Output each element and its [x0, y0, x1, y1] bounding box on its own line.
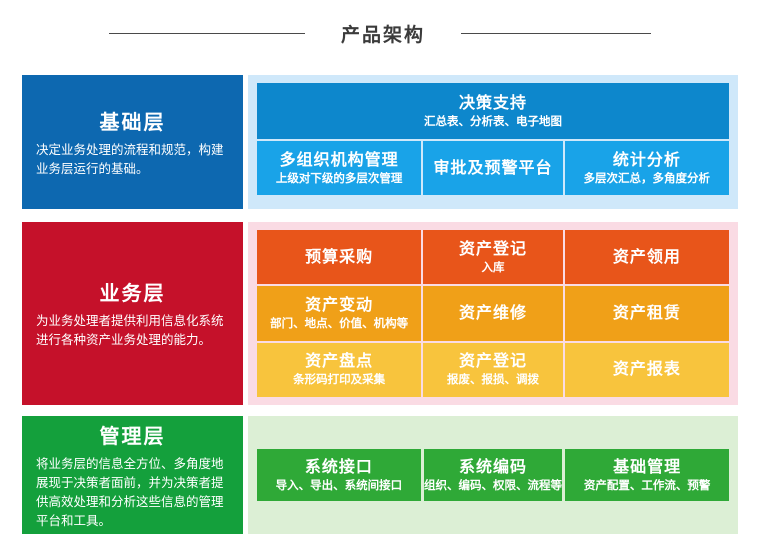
business-layer-title: 业务层	[99, 283, 166, 305]
business-row-1: 预算采购 资产登记 入库 资产领用	[257, 230, 729, 285]
cell-title: 资产报表	[612, 361, 681, 379]
cell-subtitle: 条形码打印及采集	[293, 374, 386, 387]
cell-basic-management[interactable]: 基础管理 资产配置、工作流、预警	[565, 449, 729, 501]
cell-title: 资产登记	[458, 240, 527, 258]
decision-support-subtitle: 汇总表、分析表、电子地图	[424, 115, 562, 128]
cell-system-coding[interactable]: 系统编码 组织、编码、权限、流程等	[423, 449, 563, 501]
decision-support-header[interactable]: 决策支持 汇总表、分析表、电子地图	[257, 83, 729, 139]
foundation-layer-description: 决定业务处理的流程和规范，构建业务层运行的基础。	[36, 142, 224, 176]
cell-subtitle: 报废、报损、调拨	[447, 374, 539, 387]
management-layer-description: 将业务层的信息全方位、多角度地展现于决策者面前，并为决策者提供高效处理和分析这些…	[36, 456, 224, 528]
page-title-bar: 产品架构	[0, 16, 760, 50]
cell-title: 基础管理	[613, 458, 682, 476]
cell-asset-registration-disposal[interactable]: 资产登记 报废、报损、调拨	[423, 342, 563, 397]
business-layer-description: 为业务处理者提供利用信息化系统进行各种资产业务处理的能力。	[36, 314, 224, 347]
cell-subtitle: 部门、地点、价值、机构等	[270, 317, 409, 330]
cell-asset-requisition[interactable]: 资产领用	[564, 230, 729, 285]
management-cell-row: 系统接口 导入、导出、系统间接口 系统编码 组织、编码、权限、流程等 基础管理 …	[257, 449, 729, 501]
foundation-layer-title: 基础层	[99, 111, 166, 134]
cell-multi-org-management[interactable]: 多组织机构管理 上级对下级的多层次管理	[257, 141, 422, 195]
business-row-2: 资产变动 部门、地点、价值、机构等 资产维修 资产租赁	[257, 286, 729, 341]
cell-approval-alert-platform[interactable]: 审批及预警平台	[423, 141, 563, 195]
cell-title: 资产领用	[612, 248, 681, 266]
foundation-side-panel: 基础层 决定业务处理的流程和规范，构建业务层运行的基础。	[22, 75, 243, 209]
business-side-panel: 业务层 为业务处理者提供利用信息化系统进行各种资产业务处理的能力。	[22, 222, 243, 405]
title-rule-left	[108, 32, 305, 34]
section-management-layer: 管理层 将业务层的信息全方位、多角度地展现于决策者面前，并为决策者提供高效处理和…	[22, 416, 738, 534]
foundation-cell-row: 多组织机构管理 上级对下级的多层次管理 审批及预警平台 统计分析 多层次汇总，多…	[257, 141, 729, 195]
cell-subtitle: 导入、导出、系统间接口	[275, 479, 403, 492]
foundation-content-area: 决策支持 汇总表、分析表、电子地图 多组织机构管理 上级对下级的多层次管理 审批…	[248, 75, 738, 209]
cell-title: 审批及预警平台	[433, 159, 553, 177]
cell-asset-reports[interactable]: 资产报表	[564, 342, 729, 397]
cell-asset-leasing[interactable]: 资产租赁	[564, 286, 729, 341]
cell-budget-procurement[interactable]: 预算采购	[257, 230, 422, 285]
cell-title: 多组织机构管理	[279, 151, 399, 169]
cell-title: 资产变动	[305, 296, 374, 314]
cell-subtitle: 多层次汇总，多角度分析	[583, 172, 711, 185]
section-foundation-layer: 基础层 决定业务处理的流程和规范，构建业务层运行的基础。 决策支持 汇总表、分析…	[22, 75, 738, 209]
cell-title: 统计分析	[612, 151, 681, 169]
cell-title: 资产维修	[458, 304, 527, 322]
cell-subtitle: 组织、编码、权限、流程等	[424, 479, 562, 492]
cell-title: 资产租赁	[612, 304, 681, 322]
cell-asset-inventory[interactable]: 资产盘点 条形码打印及采集	[257, 342, 422, 397]
business-row-3: 资产盘点 条形码打印及采集 资产登记 报废、报损、调拨 资产报表	[257, 342, 729, 397]
cell-title: 系统接口	[304, 458, 373, 476]
cell-statistical-analysis[interactable]: 统计分析 多层次汇总，多角度分析	[564, 141, 729, 195]
management-side-panel: 管理层 将业务层的信息全方位、多角度地展现于决策者面前，并为决策者提供高效处理和…	[22, 416, 243, 534]
management-content-area: 系统接口 导入、导出、系统间接口 系统编码 组织、编码、权限、流程等 基础管理 …	[248, 416, 738, 534]
cell-subtitle: 资产配置、工作流、预警	[583, 479, 711, 492]
cell-asset-maintenance[interactable]: 资产维修	[423, 286, 563, 341]
cell-subtitle: 上级对下级的多层次管理	[275, 172, 403, 185]
decision-support-title: 决策支持	[458, 94, 527, 112]
cell-title: 资产登记	[458, 353, 527, 371]
business-content-area: 预算采购 资产登记 入库 资产领用 资产变动 部门、地点、	[248, 222, 738, 405]
cell-asset-registration-inbound[interactable]: 资产登记 入库	[423, 230, 563, 285]
cell-title: 预算采购	[305, 248, 374, 266]
cell-asset-change[interactable]: 资产变动 部门、地点、价值、机构等	[257, 286, 422, 341]
page-title: 产品架构	[340, 24, 425, 46]
business-module-grid: 预算采购 资产登记 入库 资产领用 资产变动 部门、地点、	[257, 230, 729, 397]
cell-system-interface[interactable]: 系统接口 导入、导出、系统间接口	[257, 449, 421, 501]
cell-title: 资产盘点	[305, 353, 374, 371]
title-rule-right	[461, 32, 651, 34]
cell-subtitle: 入库	[481, 261, 505, 274]
cell-title: 系统编码	[458, 458, 527, 476]
management-layer-title: 管理层	[99, 425, 166, 448]
section-business-layer: 业务层 为业务处理者提供利用信息化系统进行各种资产业务处理的能力。 预算采购 资…	[22, 222, 738, 405]
